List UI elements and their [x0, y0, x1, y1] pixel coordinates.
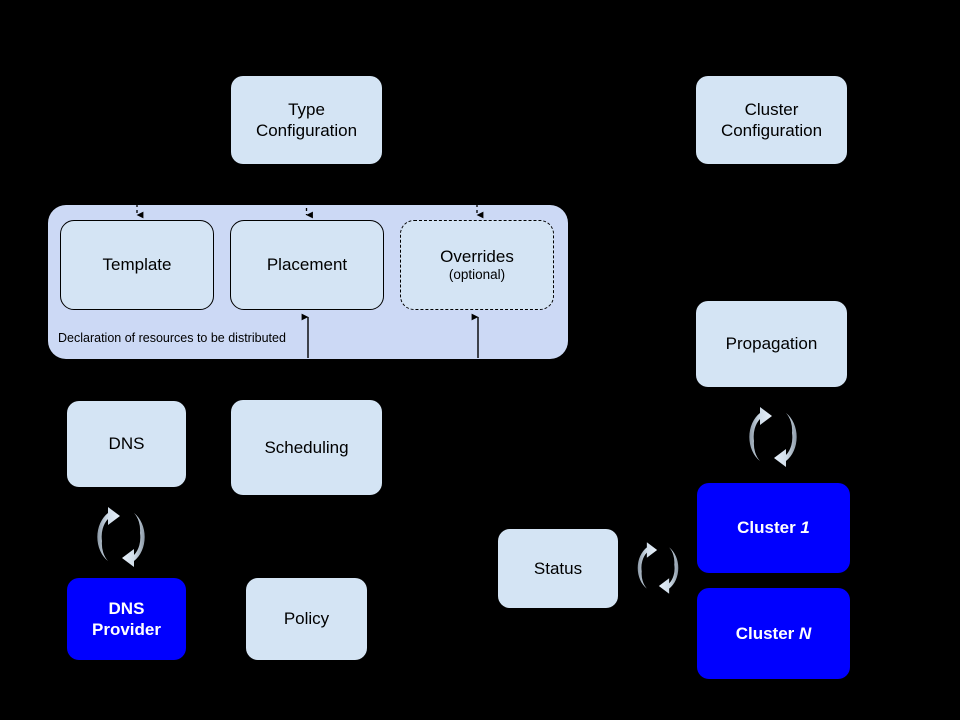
node-policy-label: Policy [283, 609, 330, 629]
node-cluster-1-label-index: 1 [800, 518, 810, 538]
node-cluster-n[interactable]: Cluster N [697, 588, 850, 679]
node-policy[interactable]: Policy [246, 578, 367, 660]
node-type-configuration-label: Type Configuration [255, 99, 358, 140]
sync-arrows-icon-dns [97, 507, 145, 567]
node-overrides[interactable]: Overrides (optional) [400, 220, 554, 310]
node-cluster-n-label: Cluster N [736, 623, 812, 644]
node-status[interactable]: Status [498, 529, 618, 608]
node-cluster-n-label-index: N [799, 623, 812, 643]
node-propagation-label: Propagation [725, 334, 818, 354]
node-status-label: Status [533, 558, 583, 578]
node-propagation[interactable]: Propagation [696, 301, 847, 387]
node-placement-label: Placement [266, 255, 348, 275]
node-dns-provider[interactable]: DNS Provider [67, 578, 186, 660]
node-scheduling[interactable]: Scheduling [231, 400, 382, 495]
node-overrides-sublabel: (optional) [448, 267, 506, 283]
node-cluster-n-label-text: Cluster [735, 623, 799, 643]
node-overrides-label: Overrides [440, 246, 514, 266]
node-template[interactable]: Template [60, 220, 214, 310]
node-type-configuration[interactable]: Type Configuration [231, 76, 382, 164]
node-cluster-1-label: Cluster 1 [737, 517, 810, 538]
node-dns-provider-label: DNS Provider [92, 598, 161, 639]
node-cluster-configuration[interactable]: Cluster Configuration [696, 76, 847, 164]
node-placement[interactable]: Placement [230, 220, 384, 310]
node-dns-label: DNS [108, 434, 145, 454]
node-dns[interactable]: DNS [67, 401, 186, 487]
sync-arrows-icon-propagation [749, 407, 797, 467]
node-cluster-configuration-label: Cluster Configuration [720, 99, 823, 140]
node-template-label: Template [102, 255, 172, 275]
node-cluster-1-label-text: Cluster [737, 518, 801, 538]
sync-arrows-icon-status [637, 542, 679, 594]
resource-declaration-caption: Declaration of resources to be distribut… [58, 331, 286, 345]
node-cluster-1[interactable]: Cluster 1 [697, 483, 850, 573]
node-scheduling-label: Scheduling [264, 437, 349, 457]
